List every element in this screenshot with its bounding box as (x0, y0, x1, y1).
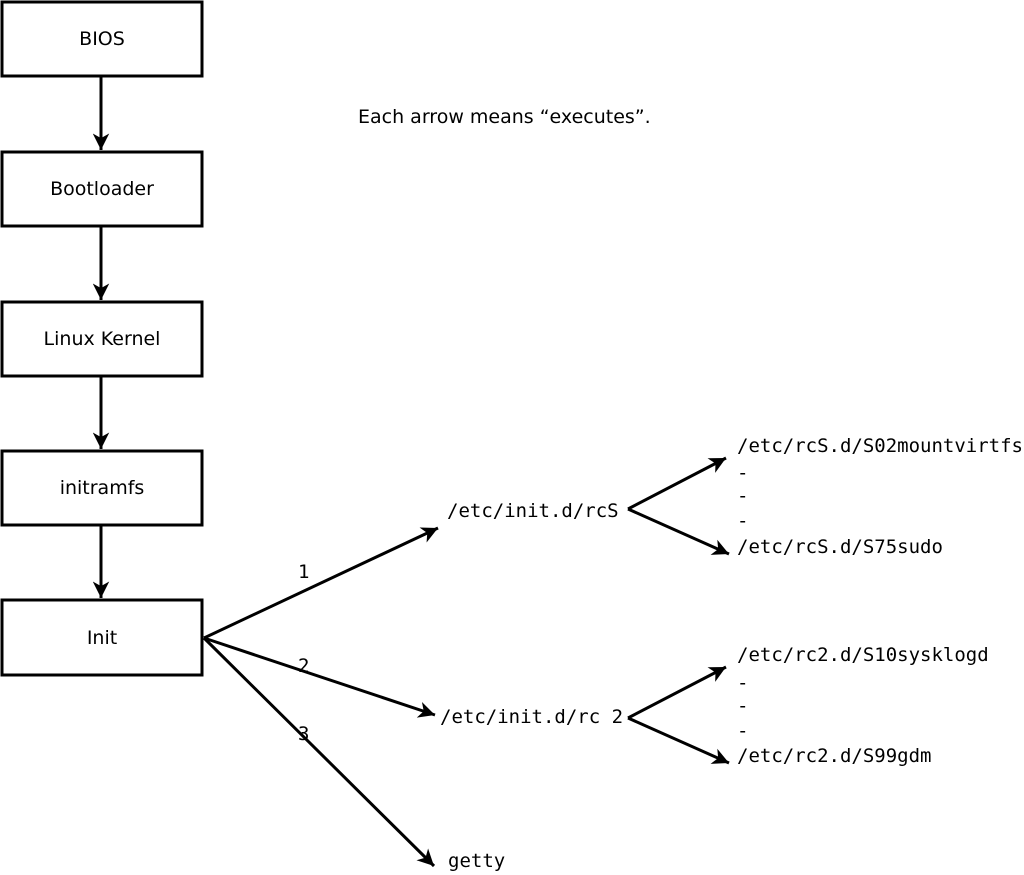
bootloader-box-label: Bootloader (50, 178, 154, 200)
branch-2-number: 2 (298, 655, 309, 677)
branch-rcS: 1 /etc/init.d/rcS /etc/rcS.d/S02mountvir… (203, 435, 1023, 640)
branch-getty: 3 getty (202, 636, 505, 872)
rc2-child-first: /etc/rc2.d/S10sysklogd (737, 644, 989, 666)
initramfs-box (0, 449, 204, 527)
branch-1-number: 1 (298, 561, 309, 583)
init-box-label: Init (87, 627, 117, 649)
linux-kernel-box (0, 300, 204, 378)
arrow-rcS-to-first-child (627, 456, 727, 511)
rc2-child-last: /etc/rc2.d/S99gdm (737, 745, 931, 767)
rcS-child-ellipsis-3: - (737, 510, 748, 532)
bios-box-label: BIOS (79, 28, 125, 50)
getty-label: getty (448, 850, 505, 872)
initramfs-box-label: initramfs (60, 477, 145, 499)
bootloader-box (0, 150, 204, 228)
flow-boxes: BIOS Bootloader Linux Kernel initramfs I… (0, 0, 204, 677)
arrow-init-to-rc2 (203, 636, 436, 718)
rcS-child-ellipsis-1: - (737, 462, 748, 484)
arrow-rc2-to-last-child (627, 716, 730, 765)
arrow-rc2-to-first-child (627, 665, 727, 720)
bios-box (0, 0, 204, 78)
init-box (0, 598, 204, 677)
rcS-script-label: /etc/init.d/rcS (447, 500, 619, 522)
arrow-init-to-getty (202, 636, 436, 868)
rcS-child-ellipsis-2: - (737, 485, 748, 507)
linux-kernel-box-label: Linux Kernel (44, 328, 161, 350)
legend-note: Each arrow means “executes”. (358, 106, 651, 128)
arrow-rcS-to-last-child (627, 507, 730, 556)
branch-3-number: 3 (298, 723, 309, 745)
rcS-child-first: /etc/rcS.d/S02mountvirtfs (737, 435, 1023, 457)
arrow-init-to-rcS (203, 526, 439, 640)
rc2-script-label: /etc/init.d/rc 2 (440, 706, 623, 728)
rcS-child-last: /etc/rcS.d/S75sudo (737, 536, 943, 558)
rc2-child-ellipsis-1: - (737, 672, 748, 694)
rc2-child-ellipsis-3: - (737, 720, 748, 742)
branch-rc2: 2 /etc/init.d/rc 2 /etc/rc2.d/S10sysklog… (203, 636, 989, 767)
rc2-child-ellipsis-2: - (737, 695, 748, 717)
